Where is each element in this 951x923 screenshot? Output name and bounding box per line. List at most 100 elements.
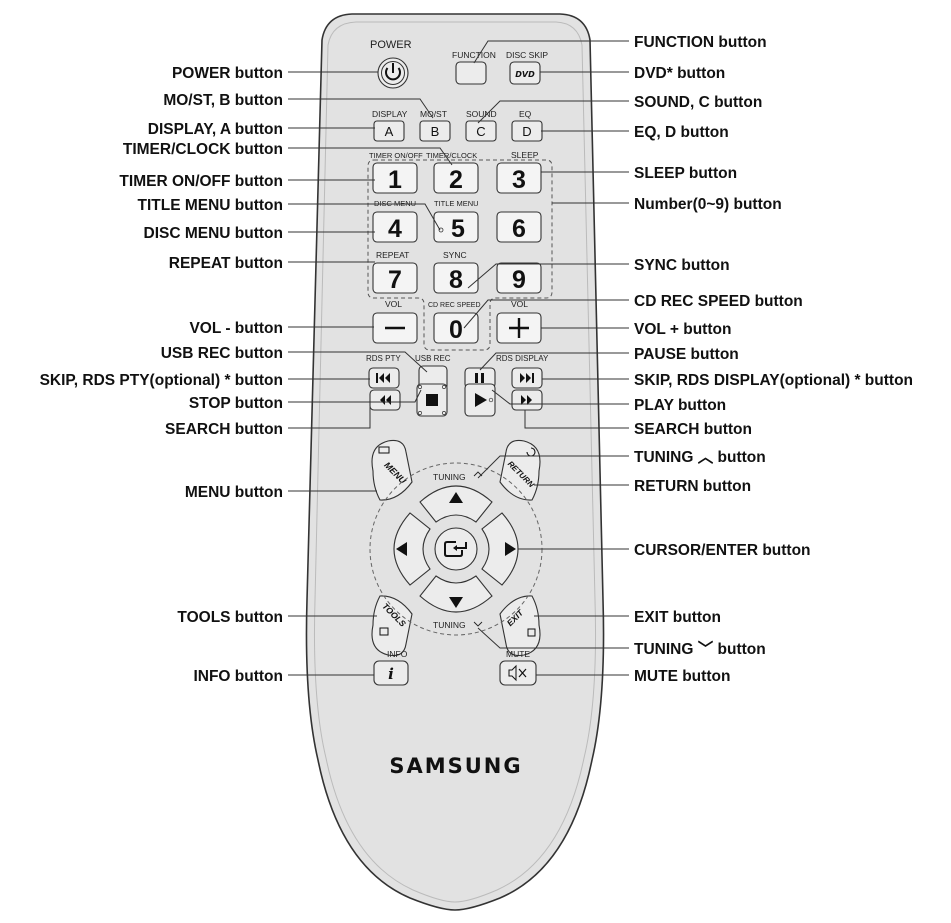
leader-function bbox=[473, 40, 629, 64]
leader-search-left bbox=[288, 405, 371, 429]
leader-tuning-down bbox=[477, 627, 629, 649]
power-label: POWER bbox=[370, 39, 412, 51]
digit-1: 1 bbox=[388, 166, 402, 194]
sleep-label: SLEEP bbox=[511, 150, 539, 160]
right-leaders bbox=[463, 40, 629, 676]
callout-mute: MUTE button bbox=[634, 668, 730, 685]
callout-tuning-down: TUNING ﹀ button bbox=[634, 639, 766, 658]
menu-icon bbox=[378, 446, 390, 454]
cursor-up-button[interactable] bbox=[419, 485, 493, 523]
eq-label: EQ bbox=[519, 109, 532, 119]
vol-minus-button[interactable] bbox=[372, 312, 418, 344]
cd-rec-speed-label: CD REC SPEED bbox=[428, 302, 481, 309]
leader-title-menu bbox=[288, 203, 441, 231]
cursor-right-button[interactable] bbox=[481, 512, 519, 586]
display-label: DISPLAY bbox=[372, 109, 408, 119]
callout-skip-rds-pty: SKIP, RDS PTY(optional) * button bbox=[40, 372, 283, 389]
plus-icon bbox=[509, 318, 529, 338]
digit-6: 6 bbox=[512, 215, 526, 243]
callout-tuning-up: TUNING ︿ button bbox=[634, 449, 766, 466]
search-forward-button[interactable] bbox=[511, 389, 543, 411]
callout-vol-plus: VOL + button bbox=[634, 321, 731, 338]
function-button[interactable] bbox=[455, 61, 487, 85]
callout-display: DISPLAY, A button bbox=[148, 121, 283, 138]
play-button[interactable] bbox=[464, 383, 496, 417]
callout-tools: TOOLS button bbox=[177, 609, 283, 626]
menu-button[interactable]: MENU bbox=[371, 439, 413, 501]
callout-usb-rec: USB REC button bbox=[161, 345, 283, 362]
number-6-button[interactable]: 6 bbox=[496, 211, 542, 243]
callout-eq: EQ, D button bbox=[634, 124, 729, 141]
disc-skip-label: DISC SKIP bbox=[506, 50, 548, 60]
display-a-button[interactable]: A bbox=[373, 120, 405, 142]
return-icon bbox=[526, 447, 536, 457]
right-arrow-icon bbox=[505, 542, 516, 556]
number-8-button[interactable]: 8 bbox=[433, 262, 479, 294]
callout-skip-rds-display: SKIP, RDS DISPLAY(optional) * button bbox=[634, 372, 913, 389]
callout-timer-on-off: TIMER ON/OFF button bbox=[119, 173, 283, 190]
number-7-button[interactable]: 7 bbox=[372, 262, 418, 294]
d-glyph: D bbox=[522, 124, 531, 139]
power-button[interactable] bbox=[377, 57, 409, 89]
number-9-button[interactable]: 9 bbox=[496, 262, 542, 294]
number-1-button[interactable]: 1 bbox=[372, 162, 418, 194]
number-5-button[interactable]: 5 bbox=[433, 211, 479, 243]
callout-repeat: REPEAT button bbox=[169, 255, 283, 272]
skip-forward-button[interactable] bbox=[511, 367, 543, 389]
callout-cd-rec-speed: CD REC SPEED button bbox=[634, 293, 803, 310]
mo-st-b-button[interactable]: B bbox=[419, 120, 451, 142]
number-2-button[interactable]: 2 bbox=[433, 162, 479, 194]
digit-9: 9 bbox=[512, 266, 526, 294]
exit-button[interactable]: EXIT bbox=[499, 595, 541, 657]
eq-d-button[interactable]: D bbox=[511, 120, 543, 142]
callout-stop: STOP button bbox=[189, 395, 283, 412]
callout-function: FUNCTION button bbox=[634, 34, 767, 51]
tactile-dot-icon bbox=[438, 227, 444, 233]
leader-stop bbox=[288, 389, 422, 403]
callout-sleep: SLEEP button bbox=[634, 165, 737, 182]
timer-on-off-label: TIMER ON/OFF bbox=[369, 151, 423, 160]
leader-tuning-up bbox=[477, 455, 629, 479]
tactile-dot-icon bbox=[418, 411, 422, 415]
skip-back-icon bbox=[376, 373, 390, 383]
callout-dvd: DVD* button bbox=[634, 65, 725, 82]
callout-info: INFO button bbox=[193, 668, 283, 685]
leader-pause bbox=[479, 352, 629, 371]
b-glyph: B bbox=[431, 124, 440, 139]
return-button[interactable]: RETURN bbox=[499, 439, 541, 501]
down-arrow-icon bbox=[449, 597, 463, 608]
pause-icon bbox=[475, 373, 484, 383]
search-back-button[interactable] bbox=[369, 389, 401, 411]
skip-forward-icon bbox=[520, 373, 534, 383]
tools-button[interactable]: TOOLS bbox=[371, 595, 413, 657]
rds-display-label: RDS DISPLAY bbox=[496, 354, 549, 363]
digit-5: 5 bbox=[451, 215, 465, 243]
callout-cursor-enter: CURSOR/ENTER button bbox=[634, 542, 811, 559]
number-3-button[interactable]: 3 bbox=[496, 162, 542, 194]
callout-search-right: SEARCH button bbox=[634, 421, 752, 438]
cursor-left-button[interactable] bbox=[393, 512, 431, 586]
mute-button[interactable] bbox=[499, 660, 537, 686]
number-0-button[interactable]: 0 bbox=[433, 312, 479, 344]
sound-c-button[interactable]: C bbox=[465, 120, 497, 142]
cursor-down-button[interactable] bbox=[419, 575, 493, 613]
stop-button[interactable] bbox=[416, 383, 448, 417]
info-button[interactable]: i bbox=[373, 660, 409, 686]
info-icon: i bbox=[388, 665, 394, 683]
leader-timer-clock bbox=[288, 147, 453, 166]
tuning-down-label: TUNING bbox=[433, 620, 466, 630]
fast-forward-icon bbox=[521, 395, 532, 405]
vol-minus-label: VOL bbox=[385, 299, 402, 309]
number-4-button[interactable]: 4 bbox=[372, 211, 418, 243]
dvd-button[interactable]: DVD bbox=[509, 61, 541, 85]
callout-mo-st: MO/ST, B button bbox=[163, 92, 283, 109]
skip-back-button[interactable] bbox=[368, 367, 400, 389]
enter-button[interactable] bbox=[434, 527, 478, 571]
digit-3: 3 bbox=[512, 166, 526, 194]
mo-st-label: MO/ST bbox=[420, 109, 447, 119]
left-leaders bbox=[288, 71, 453, 676]
callout-exit: EXIT button bbox=[634, 609, 721, 626]
vol-plus-button[interactable] bbox=[496, 312, 542, 344]
